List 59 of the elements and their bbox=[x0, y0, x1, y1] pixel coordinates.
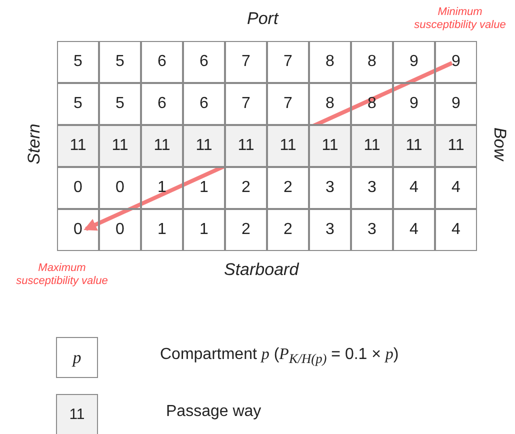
compartment-cell: 1 bbox=[141, 167, 183, 209]
compartment-cell: 1 bbox=[183, 209, 225, 251]
compartment-cell: 3 bbox=[309, 209, 351, 251]
compartment-cell: 3 bbox=[351, 167, 393, 209]
compartment-cell: 2 bbox=[267, 167, 309, 209]
passage-cell: 11 bbox=[267, 125, 309, 167]
compartment-cell: 8 bbox=[309, 83, 351, 125]
passage-cell: 11 bbox=[435, 125, 477, 167]
compartment-cell: 5 bbox=[57, 83, 99, 125]
compartment-cell: 4 bbox=[435, 209, 477, 251]
legend-swatch: p bbox=[56, 337, 98, 378]
compartment-cell: 6 bbox=[141, 41, 183, 83]
compartment-cell: 4 bbox=[393, 167, 435, 209]
compartment-cell: 7 bbox=[225, 41, 267, 83]
compartment-cell: 8 bbox=[351, 41, 393, 83]
side-label: Starboard bbox=[224, 260, 299, 280]
compartment-cell: 5 bbox=[99, 83, 141, 125]
passage-cell: 11 bbox=[309, 125, 351, 167]
side-label: Stern bbox=[24, 124, 44, 164]
legend-swatch: 11 bbox=[56, 394, 98, 434]
side-label: Port bbox=[247, 9, 278, 29]
compartment-cell: 2 bbox=[267, 209, 309, 251]
compartment-cell: 5 bbox=[99, 41, 141, 83]
compartment-cell: 2 bbox=[225, 209, 267, 251]
annotation-text: Maximum susceptibility value bbox=[15, 262, 109, 288]
passage-cell: 11 bbox=[351, 125, 393, 167]
compartment-cell: 7 bbox=[267, 83, 309, 125]
compartment-cell: 6 bbox=[183, 41, 225, 83]
compartment-cell: 1 bbox=[141, 209, 183, 251]
compartment-cell: 6 bbox=[141, 83, 183, 125]
compartment-cell: 3 bbox=[309, 167, 351, 209]
passage-cell: 11 bbox=[393, 125, 435, 167]
compartment-cell: 0 bbox=[99, 167, 141, 209]
compartment-cell: 9 bbox=[393, 83, 435, 125]
compartment-cell: 9 bbox=[435, 83, 477, 125]
compartment-cell: 7 bbox=[267, 41, 309, 83]
legend-text: Compartment p (P$_{K/H(p)}$ = 0.1 × p) bbox=[160, 346, 399, 368]
compartment-cell: 2 bbox=[225, 167, 267, 209]
compartment-cell: 9 bbox=[435, 41, 477, 83]
passage-cell: 11 bbox=[99, 125, 141, 167]
passage-cell: 11 bbox=[225, 125, 267, 167]
compartment-cell: 0 bbox=[57, 209, 99, 251]
compartment-cell: 3 bbox=[351, 209, 393, 251]
compartment-cell: 8 bbox=[309, 41, 351, 83]
compartment-cell: 0 bbox=[99, 209, 141, 251]
compartment-cell: 4 bbox=[435, 167, 477, 209]
side-label: Bow bbox=[490, 127, 510, 161]
passage-cell: 11 bbox=[183, 125, 225, 167]
compartment-cell: 4 bbox=[393, 209, 435, 251]
compartment-cell: 0 bbox=[57, 167, 99, 209]
passage-cell: 11 bbox=[141, 125, 183, 167]
legend-text: Passage way bbox=[166, 403, 262, 421]
passage-cell: 11 bbox=[57, 125, 99, 167]
compartment-cell: 7 bbox=[225, 83, 267, 125]
annotation-text: Minimum susceptibility value bbox=[413, 6, 507, 32]
compartment-cell: 6 bbox=[183, 83, 225, 125]
compartment-cell: 1 bbox=[183, 167, 225, 209]
compartment-cell: 5 bbox=[57, 41, 99, 83]
compartment-cell: 9 bbox=[393, 41, 435, 83]
